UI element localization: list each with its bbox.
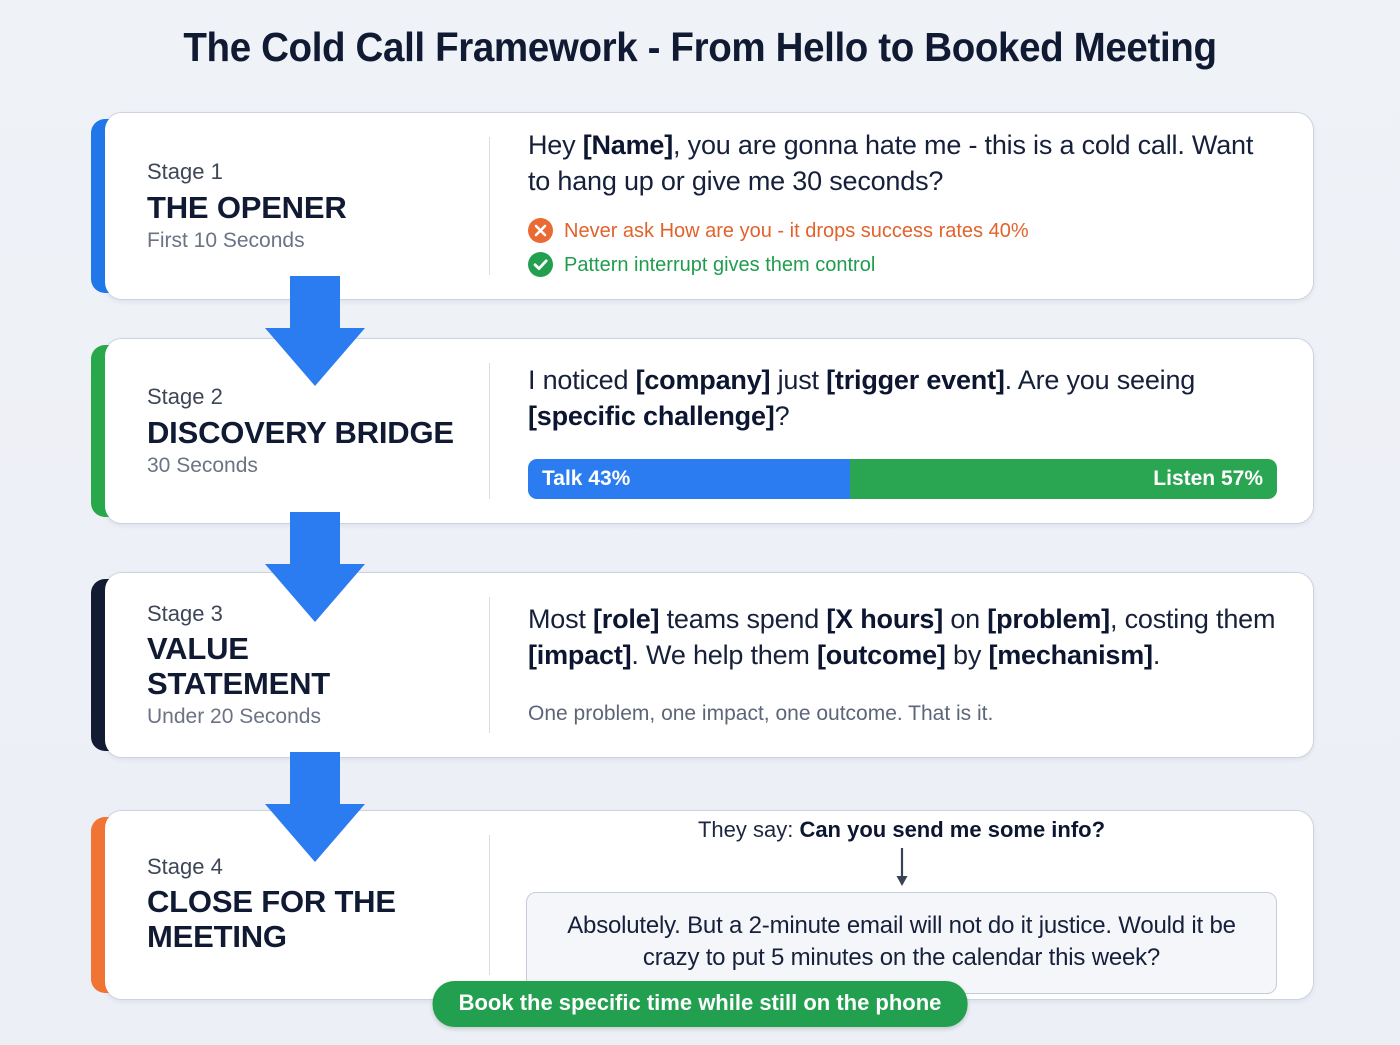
arrow-down-icon <box>265 512 365 622</box>
connector-arrow-1 <box>265 276 365 386</box>
stage-note-3: One problem, one impact, one outcome. Th… <box>528 702 994 726</box>
stage-title-2: DISCOVERY BRIDGE <box>147 414 454 450</box>
ratio-talk-label: Talk 43% <box>542 466 631 490</box>
stage-timing-3: Under 20 Seconds <box>147 705 321 729</box>
stage-body-1: Hey [Name], you are gonna hate me - this… <box>490 113 1313 299</box>
arrow-down-icon <box>265 276 365 386</box>
stage-timing-1: First 10 Seconds <box>147 228 305 252</box>
stage-title-1: THE OPENER <box>147 189 347 225</box>
stage-body-2: I noticed [company] just [trigger event]… <box>490 339 1313 523</box>
stage-kicker-2: Stage 2 <box>147 384 223 410</box>
stage-body-4: They say: Can you send me some info? Abs… <box>490 811 1313 999</box>
ratio-listen-segment: Listen 57% <box>850 458 1277 499</box>
stage-tips-1: Never ask How are you - it drops success… <box>528 216 1277 284</box>
tip-negative-text: Never ask How are you - it drops success… <box>564 219 1029 242</box>
stage-timing-2: 30 Seconds <box>147 453 258 477</box>
stage-title-3: VALUE STATEMENT <box>147 631 331 702</box>
stage-script-3: Most [role] teams spend [X hours] on [pr… <box>528 604 1276 671</box>
stage-card-1: Stage 1 THE OPENER First 10 Seconds Hey … <box>91 112 1314 300</box>
stage-script-1: Hey [Name], you are gonna hate me - this… <box>528 130 1254 196</box>
arrow-down-icon <box>896 848 907 887</box>
talk-listen-ratio-bar: Talk 43% Listen 57% <box>528 458 1277 499</box>
stage-header-2: Stage 2 DISCOVERY BRIDGE 30 Seconds <box>105 339 490 523</box>
page-title: The Cold Call Framework - From Hello to … <box>183 24 1217 70</box>
x-circle-icon <box>528 218 553 244</box>
stage-kicker-4: Stage 4 <box>147 853 223 879</box>
footer-tip-badge: Book the specific time while still on th… <box>432 981 968 1027</box>
ratio-talk-segment: Talk 43% <box>528 458 851 499</box>
stage-header-1: Stage 1 THE OPENER First 10 Seconds <box>105 113 490 299</box>
objection-line: They say: Can you send me some info? <box>698 816 1105 845</box>
stage-card-4: Stage 4 CLOSE FOR THE MEETING They say: … <box>91 810 1314 1000</box>
connector-arrow-2 <box>265 512 365 622</box>
objection-arrow <box>894 848 910 888</box>
stage-header-3: Stage 3 VALUE STATEMENT Under 20 Seconds <box>105 573 490 757</box>
stage-kicker-1: Stage 1 <box>147 159 223 185</box>
check-circle-icon <box>528 252 553 278</box>
tip-positive-text: Pattern interrupt gives them control <box>564 253 876 276</box>
stage-card-2: Stage 2 DISCOVERY BRIDGE 30 Seconds I no… <box>91 338 1314 524</box>
connector-arrow-3 <box>265 752 365 862</box>
objection-quote: Can you send me some info? <box>799 816 1106 842</box>
objection-prefix: They say: <box>697 816 800 842</box>
stage-kicker-3: Stage 3 <box>147 600 223 626</box>
stage-script-2: I noticed [company] just [trigger event]… <box>528 365 1196 431</box>
ratio-listen-label: Listen 57% <box>1153 466 1263 490</box>
stage-header-4: Stage 4 CLOSE FOR THE MEETING <box>105 811 490 999</box>
objection-response-box: Absolutely. But a 2-minute email will no… <box>526 892 1277 995</box>
stage-body-3: Most [role] teams spend [X hours] on [pr… <box>490 573 1313 757</box>
tip-negative: Never ask How are you - it drops success… <box>528 216 1277 246</box>
tip-positive: Pattern interrupt gives them control <box>528 250 1277 280</box>
arrow-down-icon <box>265 752 365 862</box>
stage-title-4: CLOSE FOR THE MEETING <box>147 884 396 955</box>
